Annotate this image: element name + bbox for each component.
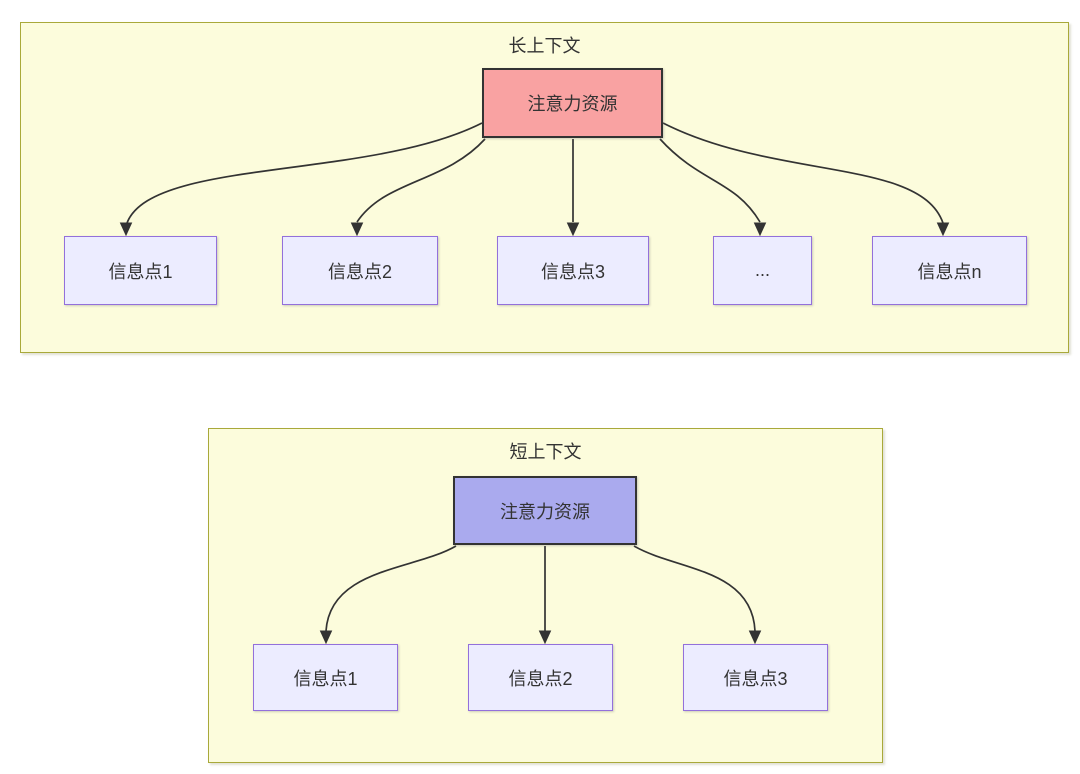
node-attention-resource-short: 注意力资源 bbox=[453, 476, 637, 545]
node-long-info-point-2: 信息点2 bbox=[282, 236, 438, 305]
node-long-info-point-3: 信息点3 bbox=[497, 236, 649, 305]
node-long-info-point-n: 信息点n bbox=[872, 236, 1027, 305]
cluster-long-context-title: 长上下文 bbox=[508, 36, 581, 56]
node-attention-resource-long: 注意力资源 bbox=[482, 68, 663, 138]
node-long-info-point-1: 信息点1 bbox=[64, 236, 217, 305]
cluster-short-context-title: 短上下文 bbox=[509, 442, 582, 462]
node-short-info-point-1: 信息点1 bbox=[253, 644, 398, 711]
node-long-info-point-ellipsis: ... bbox=[713, 236, 812, 305]
node-short-info-point-2: 信息点2 bbox=[468, 644, 613, 711]
node-short-info-point-3: 信息点3 bbox=[683, 644, 828, 711]
